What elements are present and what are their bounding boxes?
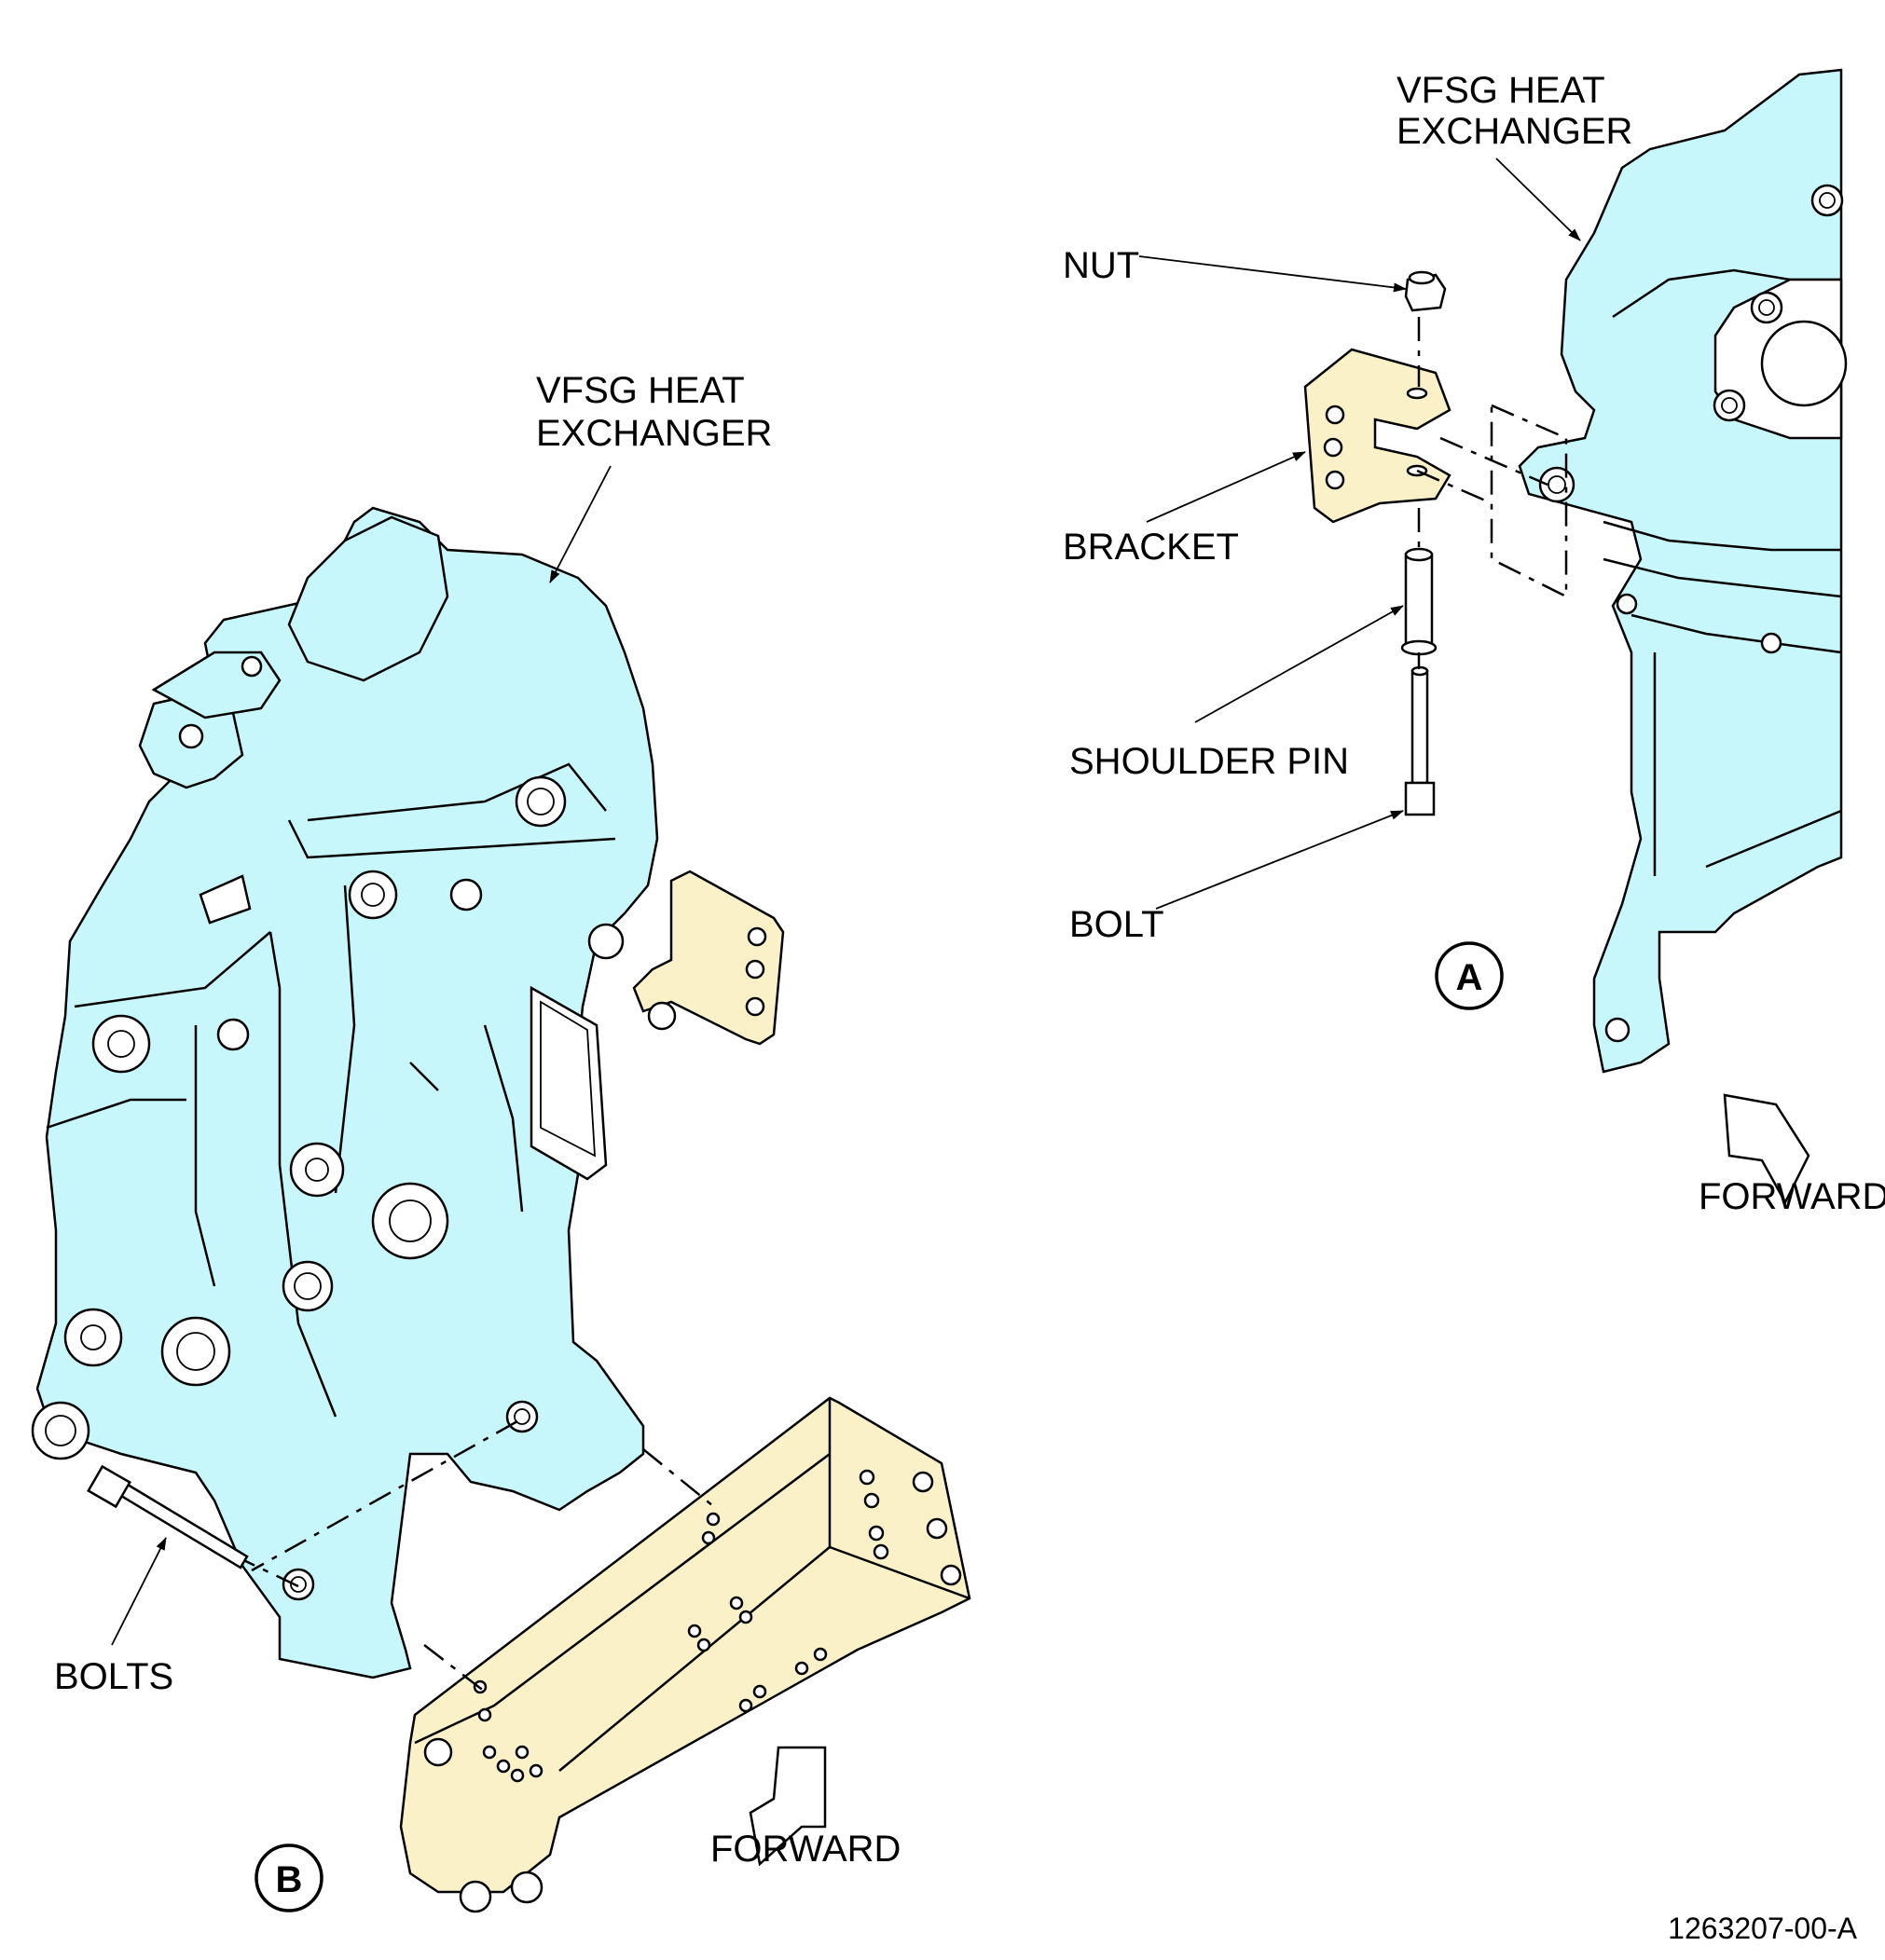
view-a-bracket-label: BRACKET [1063, 527, 1239, 568]
view-b-bolts-leader [111, 1537, 167, 1646]
view-a-forward-arrow-icon [1723, 1093, 1810, 1205]
view-a-nut-leader [1138, 255, 1407, 293]
view-b-bracket [632, 870, 785, 1046]
view-b-mounting-rail [399, 1396, 971, 1913]
view-a-bolt-label: BOLT [1069, 904, 1164, 945]
view-b-marker-letter: B [276, 1859, 303, 1900]
view-a-heat-exchanger-label-line2: EXCHANGER [1397, 111, 1632, 152]
view-a-alignment-lines [1416, 317, 1568, 669]
view-b-marker: B [255, 1843, 323, 1912]
view-b-bolts [87, 1464, 249, 1569]
view-a-marker-letter: A [1456, 957, 1483, 998]
view-b-bolts-label: BOLTS [54, 1656, 173, 1697]
view-a-heat-exchanger [1518, 68, 1848, 1074]
view-a-nut-label: NUT [1063, 245, 1139, 286]
view-b-heat-exchanger [31, 506, 659, 1679]
view-a-heat-exchanger-leader [1495, 158, 1581, 241]
view-b-heat-exchanger-label-line1: VFSG HEAT [536, 370, 745, 411]
view-a-marker: A [1435, 941, 1504, 1010]
view-a-bolt-leader [1155, 810, 1404, 910]
figure-id: 1263207-00-A [1668, 1912, 1857, 1945]
view-a-shoulder-pin [1400, 547, 1438, 656]
view-a-nut [1404, 270, 1447, 312]
view-b-callouts [111, 465, 612, 1646]
view-a-bolt [1404, 665, 1436, 816]
view-b-heat-exchanger-leader [549, 465, 612, 583]
view-a-bracket [1303, 348, 1452, 524]
view-b-forward-label: FORWARD [710, 1829, 901, 1870]
view-a-shoulder-pin-leader [1194, 605, 1404, 723]
view-b-heat-exchanger-label-line2: EXCHANGER [536, 413, 772, 454]
view-a-bracket-leader [1146, 451, 1306, 523]
view-a-callouts [1138, 158, 1581, 910]
view-b-forward-arrow-icon [749, 1746, 827, 1867]
view-a-shoulder-pin-label: SHOULDER PIN [1069, 741, 1349, 782]
view-a-heat-exchanger-label-line1: VFSG HEAT [1397, 70, 1605, 111]
view-a-forward-label: FORWARD [1699, 1176, 1885, 1217]
